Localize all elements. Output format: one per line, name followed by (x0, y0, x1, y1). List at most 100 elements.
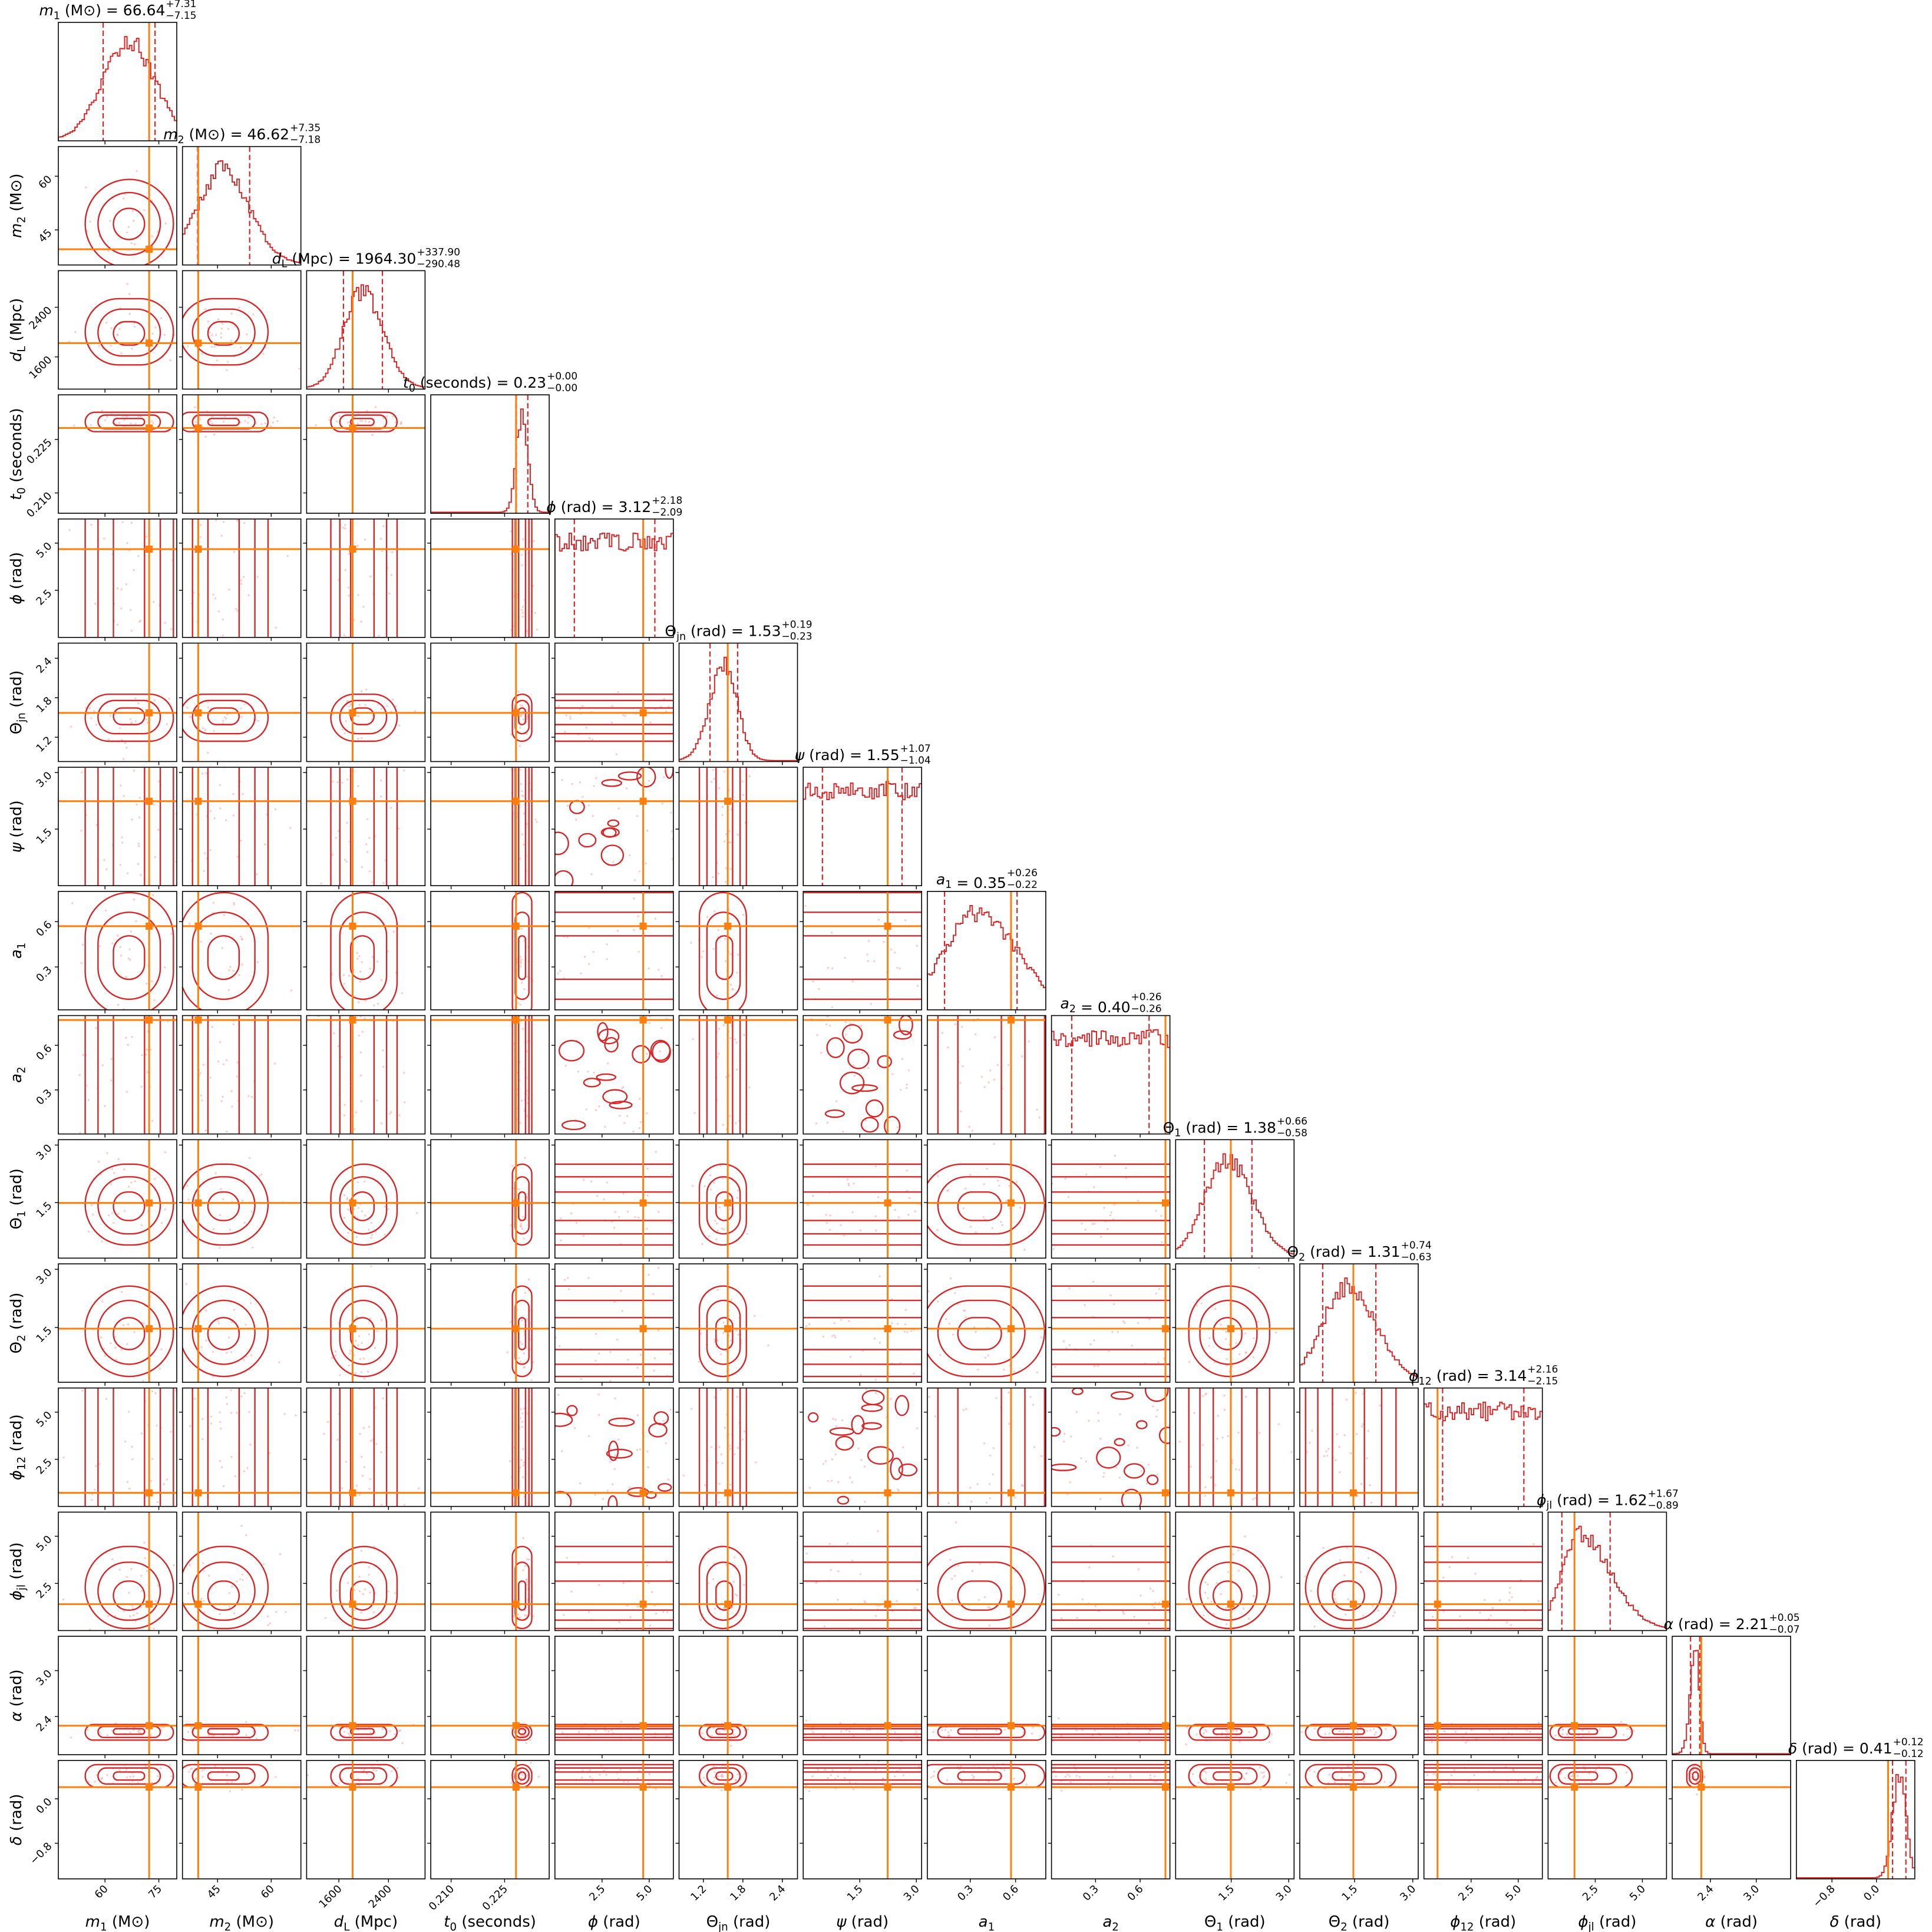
sample-point (529, 1739, 531, 1742)
sample-point (848, 1781, 851, 1784)
contour-panel (427, 1387, 550, 1510)
panel-content (431, 1388, 550, 1507)
sample-point (567, 1288, 570, 1290)
panel-content (431, 1512, 550, 1631)
sample-point (1214, 1307, 1217, 1310)
panel-frame (1299, 1636, 1419, 1755)
contour-level-1 (207, 1580, 240, 1611)
sample-point (1259, 1766, 1261, 1769)
contour-panel: 0.30.6 (34, 891, 177, 1013)
sample-point (851, 980, 854, 983)
sample-point (1167, 1732, 1170, 1735)
sample-point (1019, 1206, 1022, 1209)
contour-level-2 (191, 1388, 256, 1507)
contour-panel (1048, 1636, 1171, 1759)
sample-point (1251, 1498, 1254, 1501)
sample-point (1158, 1287, 1161, 1290)
sample-point (199, 536, 202, 539)
sample-point (219, 1613, 221, 1616)
sample-point (1081, 1729, 1084, 1732)
sample-point (68, 529, 71, 531)
sample-point (526, 1318, 529, 1320)
sample-point (988, 1081, 990, 1084)
panel-content (803, 1388, 922, 1507)
sample-point (236, 1075, 239, 1078)
sample-point (87, 1230, 90, 1233)
sample-point (576, 1419, 578, 1422)
contour-level-1 (207, 1191, 240, 1221)
sample-point (1185, 1743, 1187, 1746)
sample-point (654, 917, 657, 920)
sample-point (742, 794, 745, 797)
sample-point (344, 732, 346, 735)
panel-content (1175, 1636, 1294, 1755)
panel-content (182, 1512, 301, 1631)
sample-point (377, 1002, 379, 1005)
sample-point (1204, 1494, 1207, 1497)
contour-panel (551, 1015, 674, 1138)
title-median: = 46.62 (226, 126, 289, 143)
sample-point (213, 433, 216, 436)
panel-frame (181, 1387, 302, 1507)
panel-frame (1175, 1139, 1295, 1259)
sample-point (575, 818, 577, 821)
sample-point (521, 1476, 524, 1478)
sample-point (131, 1458, 134, 1461)
sample-point (671, 1221, 673, 1224)
sample-point (573, 1427, 576, 1429)
sample-point (998, 1184, 1000, 1187)
sample-point (825, 1213, 827, 1216)
sample-point (592, 950, 595, 953)
sample-point (960, 1110, 962, 1113)
title-plus-error: +0.05 (1769, 1612, 1800, 1624)
sample-point (347, 1231, 349, 1234)
sample-point (345, 860, 348, 863)
truth-marker (724, 1600, 732, 1608)
contour-level-1 (207, 935, 240, 980)
sample-point (1155, 1292, 1158, 1294)
sample-point (693, 1112, 696, 1114)
contour-panel (179, 767, 302, 890)
contour-level-3 (267, 767, 269, 886)
sample-point (732, 1580, 735, 1583)
sample-point (121, 1290, 123, 1293)
sample-point (524, 1614, 526, 1617)
sample-point (602, 1769, 605, 1772)
sample-point (1204, 1729, 1207, 1731)
sample-point (154, 856, 157, 858)
sample-point (222, 1768, 224, 1771)
sample-point (528, 1558, 530, 1561)
sample-point (240, 840, 242, 842)
sample-point (606, 1181, 609, 1184)
sample-point (348, 975, 351, 977)
contour-blob (1114, 1438, 1125, 1446)
sample-point (638, 870, 641, 873)
sample-point (341, 1487, 344, 1490)
sample-point (1309, 1441, 1311, 1444)
panel-content (1300, 1388, 1418, 1507)
sample-point (1122, 1320, 1125, 1323)
panel-content (182, 146, 301, 265)
sample-point (520, 609, 523, 612)
truth-marker (194, 1600, 202, 1608)
sample-point (671, 838, 673, 840)
y-tick-label: 0.6 (34, 1042, 54, 1063)
sample-point (116, 587, 119, 590)
sample-point (140, 1085, 143, 1088)
panel-title: a2 = 0.40+0.26−0.26 (1061, 992, 1162, 1016)
sample-point (947, 1502, 950, 1505)
sample-point (220, 336, 223, 339)
sample-point (1074, 1023, 1076, 1026)
histogram-panel: a2 = 0.40+0.26−0.26 (1051, 992, 1171, 1138)
contour-panel (1048, 1387, 1171, 1510)
sample-point (151, 894, 154, 896)
sample-point (729, 983, 732, 986)
label-symbol: Θ (1163, 1119, 1175, 1136)
panel-content (1548, 1512, 1667, 1631)
sample-point (671, 1049, 673, 1051)
sample-point (1057, 1593, 1060, 1596)
histogram-panel: ϕjl (rad) = 1.62+1.67−0.89 (1537, 1488, 1679, 1634)
sample-point (1107, 1781, 1110, 1784)
sample-point (157, 780, 160, 783)
title-median: = 0.35 (952, 874, 1006, 891)
